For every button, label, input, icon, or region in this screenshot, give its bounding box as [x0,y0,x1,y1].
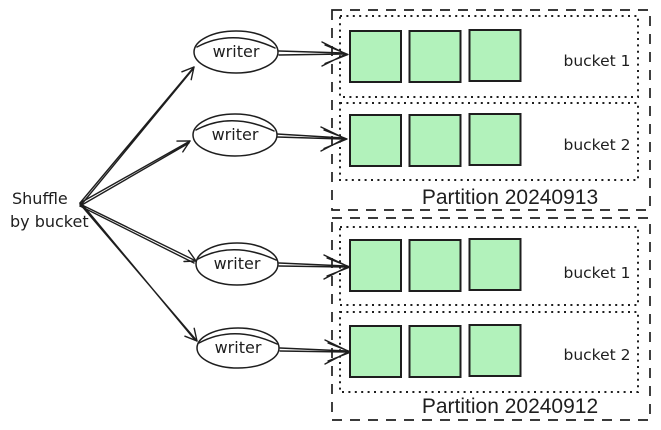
shuffle-label: Shuffle by bucket [10,189,89,231]
arrow-shuffle-to-writer-3 [79,203,197,264]
data-block [468,29,522,82]
ellipse-sketch-stroke [196,37,276,49]
arrow-head [184,327,198,342]
writer-4-label: writer [215,338,262,357]
data-block [349,239,402,292]
data-block [349,30,402,83]
data-block [468,238,522,291]
partition-1-bucket-1-blocks [349,29,522,83]
partition-1-bucket-2-box [339,102,639,181]
shuffle-label-line-2: by bucket [10,212,89,231]
data-block [349,325,402,378]
partition-1-bucket-2-blocks [349,113,522,167]
arrow-writer-1-to-bucket [278,41,349,67]
arrow-head [176,140,191,153]
partition-2-box [331,217,651,421]
writer-2-label: writer [212,125,259,144]
writer-3-label: writer [214,254,261,273]
arrow-shaft [79,140,191,207]
writer-node-3 [195,242,279,286]
data-block [468,113,522,166]
data-block [408,114,462,167]
partition-1-bucket-1-box [339,15,639,98]
data-block [349,114,402,167]
partition-2-bucket-2-blocks [349,324,522,378]
arrow-shuffle-to-writer-2 [79,140,191,207]
partition-2-bucket-1-box [339,226,639,306]
arrow-writer-2-to-bucket [276,126,348,152]
arrow-head [181,66,195,81]
ellipse-sketch-stroke [198,333,278,345]
arrow-shaft [79,66,195,206]
arrow-shuffle-to-writer-4 [79,202,198,342]
shuffle-label-line-1: Shuffle [12,189,68,208]
data-block [468,324,522,377]
partition-2-bucket-2-label: bucket 2 [563,346,630,364]
data-block [408,30,462,83]
writer-node-1 [193,30,279,74]
arrow-shaft [276,133,344,140]
data-block [408,239,462,292]
arrow-shaft [79,202,198,342]
partition-2-bucket-1-label: bucket 1 [563,264,630,282]
partition-1-box [331,9,651,211]
partition-1-bucket-1-label: bucket 1 [563,52,630,70]
writer-ellipse [196,327,280,369]
arrow-shaft [79,203,197,264]
partition-1-title: Partition 20240913 [422,186,598,209]
partition-2-bucket-2-box [339,311,639,393]
partition-2-bucket-1-blocks [349,238,522,292]
arrow-shaft [278,262,347,268]
writer-1-label: writer [213,42,260,61]
arrow-shaft [278,50,345,56]
writer-node-2 [192,113,278,157]
ellipse-sketch-stroke [195,120,275,132]
partition-1-bucket-2-label: bucket 2 [563,136,630,154]
data-block [408,325,462,378]
ellipse-sketch-stroke [197,249,277,261]
arrow-shuffle-to-writer-1 [79,66,195,206]
partition-2-title: Partition 20240912 [422,395,598,418]
arrow-shaft [279,347,348,353]
writer-node-4 [196,327,280,369]
